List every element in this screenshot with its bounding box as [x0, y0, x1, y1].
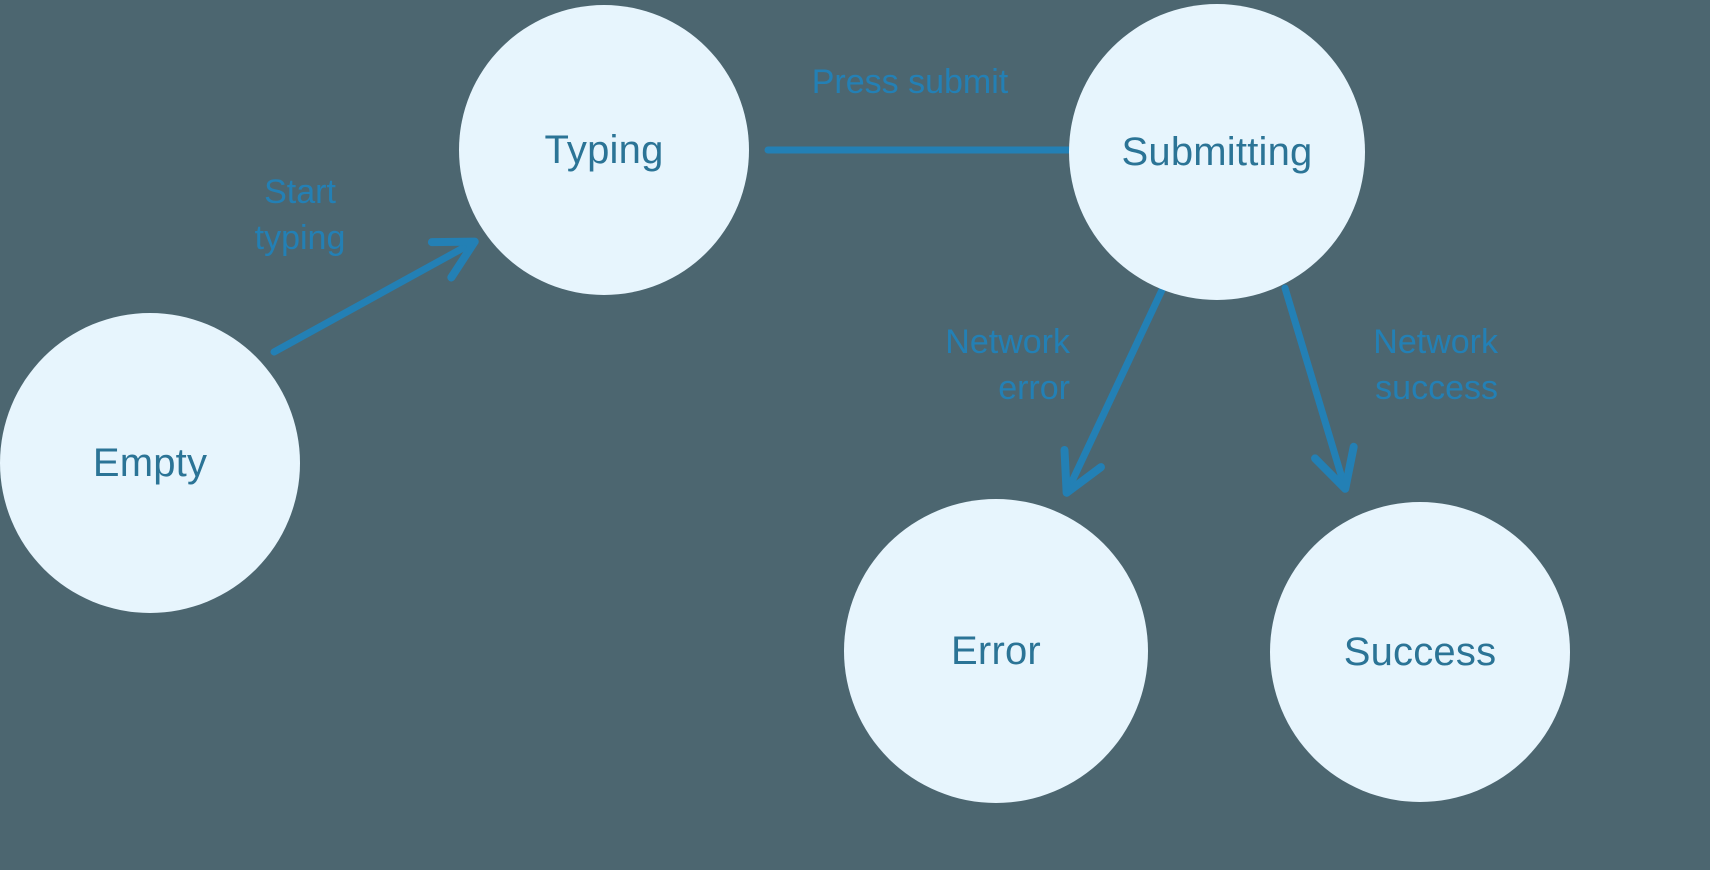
state-node-empty[interactable]: Empty — [0, 313, 300, 613]
state-label-error: Error — [951, 629, 1041, 673]
edge-submitting-to-error — [1060, 286, 1166, 497]
edge-submitting-to-success — [1281, 284, 1358, 493]
state-label-empty: Empty — [92, 441, 208, 485]
state-node-typing[interactable]: Typing — [459, 5, 749, 295]
state-node-error[interactable]: Error — [844, 499, 1148, 803]
edge-label-start-typing: Start typing — [254, 173, 346, 257]
state-label-submitting: Submitting — [1121, 130, 1313, 174]
state-label-success: Success — [1343, 630, 1497, 674]
state-node-submitting[interactable]: Submitting — [1069, 4, 1365, 300]
edge-empty-to-typing — [270, 237, 479, 356]
edge-label-network-success: Network success — [1373, 323, 1498, 407]
edge-label-press-submit: Press submit — [811, 63, 1009, 101]
state-label-typing: Typing — [544, 128, 664, 172]
edge-label-network-error: Network error — [945, 323, 1070, 407]
state-node-success[interactable]: Success — [1270, 502, 1570, 802]
